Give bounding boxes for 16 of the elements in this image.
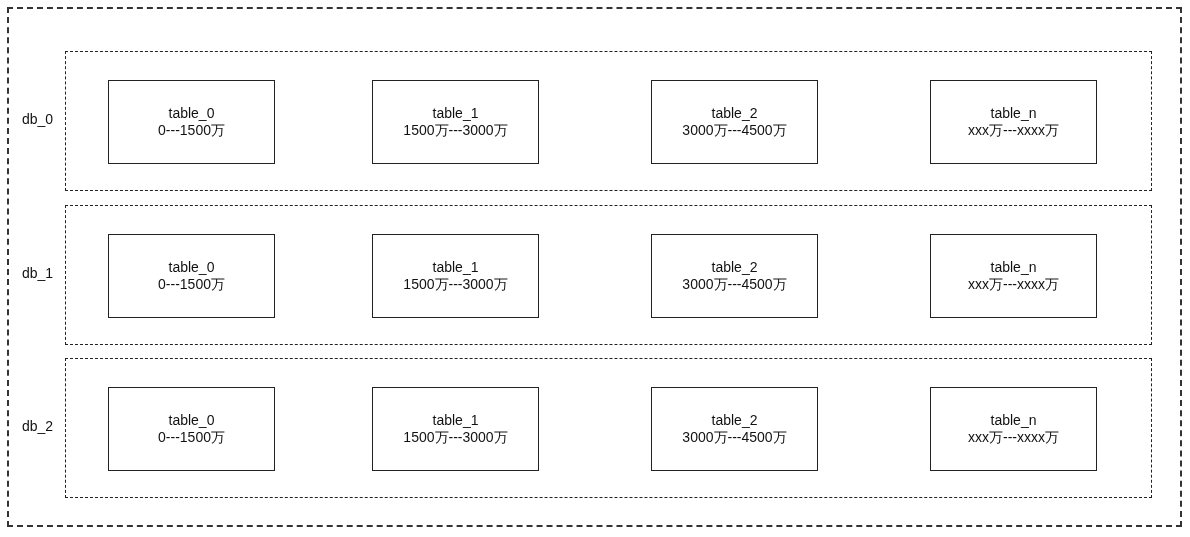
database-label: db_1 <box>22 265 54 281</box>
table-box: table_0 0---1500万 <box>108 234 275 318</box>
table-box: table_2 3000万---4500万 <box>651 234 818 318</box>
table-box: table_2 3000万---4500万 <box>651 387 818 471</box>
table-box: table_1 1500万---3000万 <box>372 80 539 164</box>
table-box: table_1 1500万---3000万 <box>372 234 539 318</box>
table-box: table_0 0---1500万 <box>108 387 275 471</box>
table-box: table_n xxx万---xxxx万 <box>930 387 1097 471</box>
table-box: table_n xxx万---xxxx万 <box>930 234 1097 318</box>
outer-frame <box>7 7 1182 527</box>
table-box: table_n xxx万---xxxx万 <box>930 80 1097 164</box>
database-label: db_2 <box>22 418 54 434</box>
table-box: table_2 3000万---4500万 <box>651 80 818 164</box>
table-box: table_1 1500万---3000万 <box>372 387 539 471</box>
table-box: table_0 0---1500万 <box>108 80 275 164</box>
database-label: db_0 <box>22 111 54 127</box>
